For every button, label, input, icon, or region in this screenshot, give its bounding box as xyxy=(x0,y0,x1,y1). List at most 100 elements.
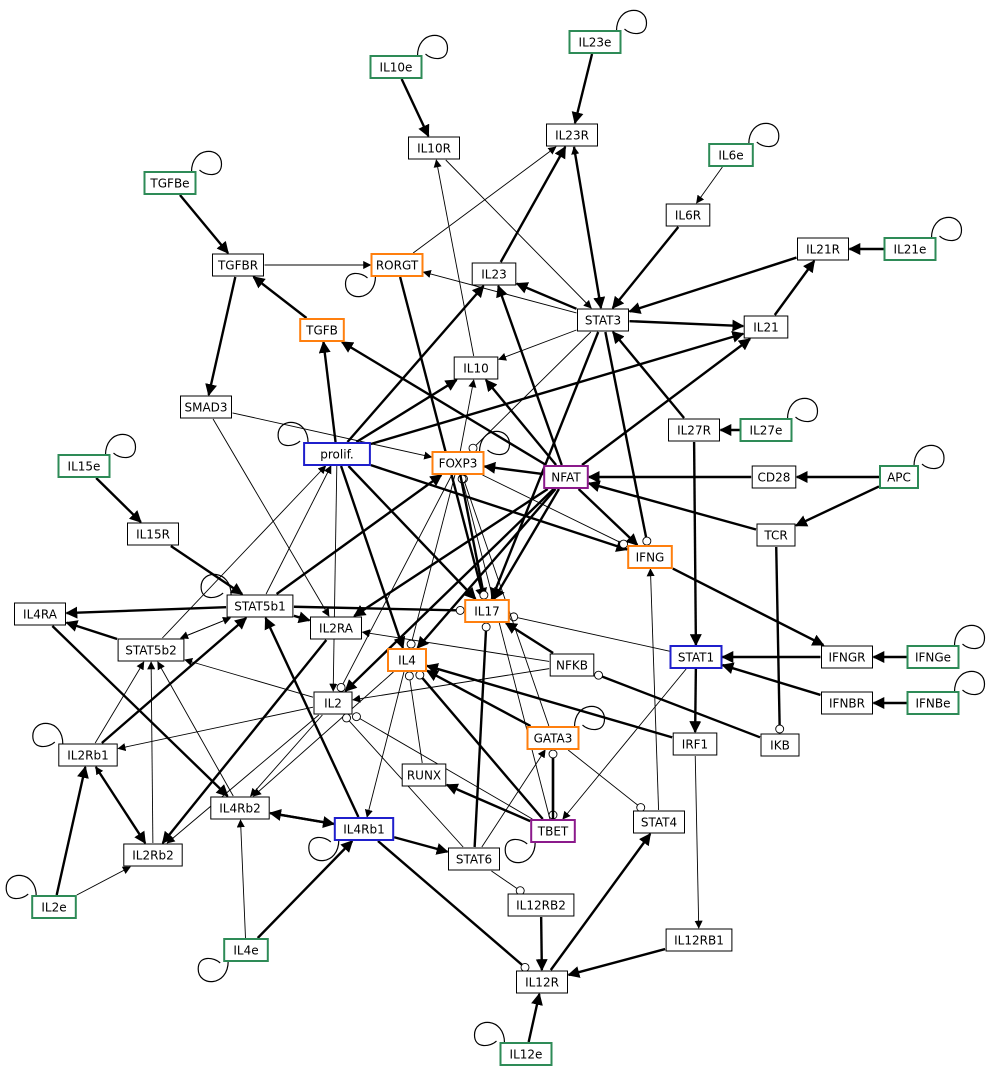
node-NFAT[interactable]: NFAT xyxy=(543,465,589,489)
node-IL15e[interactable]: IL15e xyxy=(57,454,111,478)
node-GATA3[interactable]: GATA3 xyxy=(526,726,580,750)
node-IL2Rb2[interactable]: IL2Rb2 xyxy=(123,843,183,867)
edge-IL4Rb1-to-STAT6 xyxy=(393,836,449,855)
node-IL2e[interactable]: IL2e xyxy=(31,895,77,919)
node-IL2Rb1[interactable]: IL2Rb1 xyxy=(58,743,118,767)
node-IL2RA[interactable]: IL2RA xyxy=(310,616,362,640)
node-STAT5b2[interactable]: STAT5b2 xyxy=(117,638,185,662)
edge-TBET-to-IL4 xyxy=(421,677,544,820)
node-box xyxy=(507,893,575,917)
node-FOXP3[interactable]: FOXP3 xyxy=(431,451,485,475)
node-box xyxy=(431,451,485,475)
edge-IL4-to-IL4Rb2 xyxy=(252,671,394,797)
node-label: NFKB xyxy=(556,659,588,673)
node-IRF1[interactable]: IRF1 xyxy=(672,732,718,756)
edge-IL2e-to-IL2Rb2 xyxy=(76,866,131,896)
node-APC[interactable]: APC xyxy=(879,465,919,489)
node-box xyxy=(739,418,793,442)
node-IL10e[interactable]: IL10e xyxy=(369,55,423,79)
node-label: STAT1 xyxy=(678,651,714,665)
node-label: APC xyxy=(887,471,911,485)
node-IL23R[interactable]: IL23R xyxy=(546,123,598,147)
self-loop-IL15e xyxy=(104,433,137,459)
node-box xyxy=(464,599,510,623)
edge-STAT6-to-GATA3 xyxy=(481,749,546,848)
node-TGFBR[interactable]: TGFBR xyxy=(212,253,264,277)
node-label: STAT6 xyxy=(456,853,492,867)
node-TCR[interactable]: TCR xyxy=(756,523,796,547)
node-IL4[interactable]: IL4 xyxy=(387,648,427,672)
node-SMAD3[interactable]: SMAD3 xyxy=(180,395,232,419)
node-IL4Rb1[interactable]: IL4Rb1 xyxy=(333,817,395,841)
node-box xyxy=(665,928,733,952)
node-STAT5b1[interactable]: STAT5b1 xyxy=(226,594,294,618)
node-box xyxy=(665,203,711,227)
node-IFNBe[interactable]: IFNBe xyxy=(906,691,960,715)
node-IL21[interactable]: IL21 xyxy=(743,315,789,339)
node-box xyxy=(226,594,294,618)
node-IL4Rb2[interactable]: IL4Rb2 xyxy=(210,796,270,820)
edge-IL4e-to-IL4Rb1 xyxy=(256,840,354,939)
node-TGFBe[interactable]: TGFBe xyxy=(143,171,197,195)
node-STAT1[interactable]: STAT1 xyxy=(669,645,723,669)
node-IL27e[interactable]: IL27e xyxy=(739,418,793,442)
node-IL23[interactable]: IL23 xyxy=(471,262,517,286)
node-STAT6[interactable]: STAT6 xyxy=(448,847,500,871)
edge-IL10R-to-STAT3 xyxy=(445,159,592,309)
node-IL12e[interactable]: IL12e xyxy=(499,1042,553,1066)
node-IL12RB2[interactable]: IL12RB2 xyxy=(507,893,575,917)
self-loop-TBET xyxy=(504,838,536,864)
node-IL15R[interactable]: IL15R xyxy=(127,522,179,546)
node-IL4RA[interactable]: IL4RA xyxy=(14,602,66,626)
node-NFKB[interactable]: NFKB xyxy=(549,653,595,677)
node-IL10R[interactable]: IL10R xyxy=(408,136,460,160)
node-IL12RB1[interactable]: IL12RB1 xyxy=(665,928,733,952)
node-STAT3[interactable]: STAT3 xyxy=(577,308,629,332)
node-box xyxy=(546,123,598,147)
node-RUNX[interactable]: RUNX xyxy=(401,763,447,787)
node-IL23e[interactable]: IL23e xyxy=(568,30,622,54)
node-label: IL2RA xyxy=(319,622,354,636)
node-label: TGFBR xyxy=(217,259,258,273)
node-IL6R[interactable]: IL6R xyxy=(665,203,711,227)
node-IL6e[interactable]: IL6e xyxy=(708,143,754,167)
inhibition-marker xyxy=(520,962,530,972)
node-IFNGR[interactable]: IFNGR xyxy=(821,645,873,669)
edge-IL2Rb1-to-STAT5b2 xyxy=(94,661,145,744)
node-box xyxy=(668,418,720,442)
inhibition-marker xyxy=(352,712,361,722)
node-IL21e[interactable]: IL21e xyxy=(883,237,937,261)
node-IKB[interactable]: IKB xyxy=(760,733,800,757)
node-CD28[interactable]: CD28 xyxy=(751,465,797,489)
node-IL17[interactable]: IL17 xyxy=(464,599,510,623)
inhibition-marker xyxy=(455,605,465,615)
node-label: IL4 xyxy=(398,654,416,668)
node-box xyxy=(14,602,66,626)
node-label: TBET xyxy=(537,825,569,839)
node-IL12R[interactable]: IL12R xyxy=(516,970,568,994)
node-label: IFNG xyxy=(636,551,665,565)
node-prolif[interactable]: prolif. xyxy=(303,442,371,466)
node-TBET[interactable]: TBET xyxy=(530,819,576,843)
edge-IRF1-to-IL4 xyxy=(425,663,673,739)
node-IL2[interactable]: IL2 xyxy=(313,691,353,715)
node-STAT4[interactable]: STAT4 xyxy=(633,810,685,834)
edge-IL23-to-IL23R xyxy=(499,145,567,263)
edge-IL2Rb2-to-IL2Rb1 xyxy=(95,766,146,844)
node-IFNGe[interactable]: IFNGe xyxy=(906,645,960,669)
edge-IL4Rb1-to-IL12R xyxy=(377,840,523,966)
node-IL10[interactable]: IL10 xyxy=(453,356,499,380)
node-label: IL2e xyxy=(41,901,66,915)
node-IL21R[interactable]: IL21R xyxy=(797,237,849,261)
node-IFNG[interactable]: IFNG xyxy=(627,545,673,569)
node-RORGT[interactable]: RORGT xyxy=(370,253,424,277)
edge-IL15e-to-IL15R xyxy=(95,477,142,523)
node-label: IL4RA xyxy=(23,608,58,622)
node-TGFB[interactable]: TGFB xyxy=(299,318,345,342)
edge-RUNX-to-IL4 xyxy=(409,679,423,764)
node-IFNBR[interactable]: IFNBR xyxy=(821,691,873,715)
edge-IL2-to-IL2Rb2 xyxy=(166,714,320,844)
node-IL27R[interactable]: IL27R xyxy=(668,418,720,442)
node-IL4e[interactable]: IL4e xyxy=(223,938,269,962)
node-box xyxy=(516,970,568,994)
